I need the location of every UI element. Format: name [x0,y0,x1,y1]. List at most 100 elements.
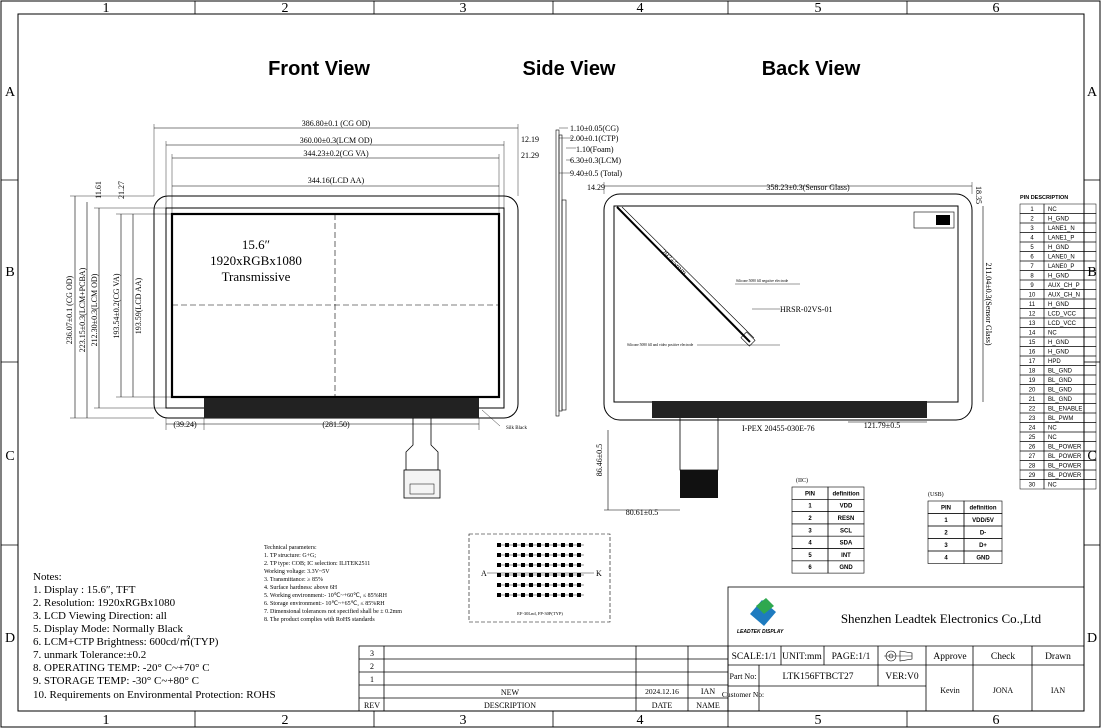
pin-definition: H_GND [1048,302,1070,308]
table-pin: 3 [808,528,812,534]
pin-number: 16 [1029,350,1036,356]
dim-right-2: 21.29 [521,151,539,160]
note-2: 2. Resolution: 1920xRGBx1080 [33,597,176,609]
led-dot [529,543,533,547]
led-dot [513,563,517,567]
led-dot [497,583,501,587]
led-dot [545,583,549,587]
led-dot [577,573,581,577]
pin-number: 26 [1029,445,1036,451]
dim-lcm-od: 360.00±0.3(LCM OD) [300,136,373,145]
led-dot [553,563,557,567]
back-dim-cable: 297±5mm [659,247,689,277]
table-cell [963,550,1003,564]
table-pin: 2 [944,531,948,537]
note-3: 3. LCD Viewing Direction: all [33,610,167,622]
detail-anode: A [481,569,487,578]
pin-definition: BL_POWER [1048,445,1082,451]
led-dot [569,583,573,587]
led-dot [537,563,541,567]
back-dim-sensor-height: 211.04±0.3(Sensor Glass) [984,263,993,346]
dim-left-lcd-aa: 193.59(LCD AA) [134,277,143,334]
tech-line-4: 3. Transmittance: ≥ 85% [264,577,323,583]
led-dot [553,573,557,577]
rev-3: 3 [370,649,374,658]
pin-definition: BL_ENABLE [1048,407,1082,413]
pin-definition: NC [1048,426,1057,432]
led-dot [537,583,541,587]
pin-number: 23 [1029,416,1036,422]
back-dim-fpc-length: 86.46±0.5 [595,444,604,476]
table-pin: 6 [808,565,812,571]
row-label-d: D [5,631,15,646]
pin-number: 19 [1029,378,1036,384]
note-10: 10. Requirements on Environmental Protec… [33,689,276,701]
note-9: 9. STORAGE TEMP: -30° C~+80° C [33,675,199,687]
pin-definition: NC [1048,483,1057,489]
side-view-title: Side View [522,58,615,80]
pin-number: 8 [1030,274,1034,280]
led-dot [497,593,501,597]
pin-definition: LCD_VCC [1048,312,1077,318]
back-label-connector: HRSR-02VS-01 [780,305,832,314]
pin-table-title: PIN DESCRIPTION [1020,195,1068,201]
led-dot [497,563,501,567]
side-view [555,127,576,417]
rev-header: REV [364,701,380,710]
led-dot [545,593,549,597]
col-label-4-bottom: 4 [637,713,644,728]
led-dot [553,593,557,597]
side-dim-lcm: 6.30±0.3(LCM) [570,156,621,165]
led-dot [537,593,541,597]
led-dot [513,573,517,577]
led-dot [553,543,557,547]
led-dot [561,553,565,557]
pin-definition: BL_PWM [1048,416,1073,422]
pin-definition: BL_POWER [1048,473,1082,479]
pin-number: 6 [1030,255,1034,261]
company-name: Shenzhen Leadtek Electronics Co.,Ltd [841,611,1042,626]
back-dim-top-offset: 18.35 [974,186,983,204]
table-pin: 5 [808,553,812,559]
dim-bottom-1: (39.24) [173,420,197,429]
pin-number: 10 [1029,293,1036,299]
led-dot [545,543,549,547]
table-definition: GND [976,556,990,562]
table-definition: INT [841,553,851,559]
pin-definition: NC [1048,207,1057,213]
table-definition: definition [970,506,997,512]
check-label: Check [991,652,1016,662]
row-label-a-right: A [1087,85,1098,100]
pin-number: 11 [1029,302,1036,308]
led-dot [505,593,509,597]
zone-labels: 1 2 3 4 5 6 1 2 3 4 5 6 A B C D A B C D [5,1,1098,728]
led-dot [513,543,517,547]
front-size: 15.6″ [242,237,270,252]
led-dot [505,583,509,587]
table-definition: D- [980,531,986,537]
pin-number: 13 [1029,321,1036,327]
led-dot [505,553,509,557]
table-definition: D+ [979,543,987,549]
pin-definition: LCD_VCC [1048,321,1077,327]
pin-definition: LANE0_P [1048,264,1074,270]
led-dot [529,583,533,587]
table-definition: VDD/5V [972,518,994,524]
front-view-title: Front View [268,58,370,80]
table-pin: 1 [808,504,812,510]
dim-bottom-2: (281.50) [322,420,350,429]
pin-number: 14 [1029,331,1036,337]
led-dot [561,583,565,587]
col-label-6-bottom: 6 [993,713,1000,728]
led-dot [561,543,565,547]
date-header: DATE [652,701,673,710]
note-7: 7. unmark Tolerance:±0.2 [33,649,146,661]
led-dot [521,573,525,577]
pin-number: 2 [1030,217,1034,223]
led-dot [577,553,581,557]
pin-number: 20 [1029,388,1036,394]
